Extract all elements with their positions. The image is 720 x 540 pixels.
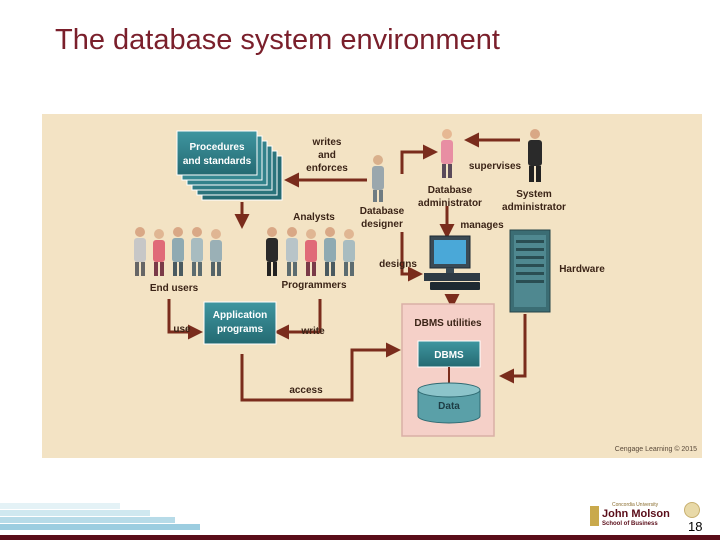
writes-label-line1: writes <box>312 137 342 148</box>
programmers-label: Programmers <box>281 280 346 291</box>
arrow-designer-designs <box>400 232 423 282</box>
programmers-group <box>266 227 355 276</box>
data-label: Data <box>438 401 460 412</box>
designs-label: designs <box>379 259 417 270</box>
dbms-utilities-panel: DBMS utilities DBMS Data <box>401 303 495 437</box>
logo-mark-icon <box>590 506 599 526</box>
diagram-arrows <box>167 132 527 402</box>
use-label: use <box>173 324 191 335</box>
footer-stripe-2 <box>0 510 150 516</box>
database-administrator-figure <box>441 129 453 178</box>
footer-bar <box>0 535 720 540</box>
procedures-label-line1: Procedures <box>189 142 244 153</box>
dba-label-line1: Database <box>428 185 473 196</box>
seal-icon <box>684 502 700 518</box>
sysadmin-label-line1: System <box>516 189 552 200</box>
procedures-and-standards-box: Procedures and standards <box>176 130 283 201</box>
credit-label: Cengage Learning © 2015 <box>615 445 697 453</box>
logo-line3: School of Business <box>602 521 658 527</box>
dbms-label: DBMS <box>434 350 464 361</box>
logo-line2: John Molson <box>602 508 670 520</box>
app-label-line1: Application <box>213 310 267 321</box>
access-label: access <box>289 385 323 396</box>
hardware-server-icon <box>509 229 551 313</box>
arrow-use <box>167 299 203 340</box>
application-programs-box: Application programs <box>203 301 277 345</box>
manages-label: manages <box>460 220 504 231</box>
database-designer-figure <box>372 155 384 202</box>
system-administrator-figure <box>528 129 542 182</box>
arrow-access <box>240 342 401 402</box>
sysadmin-label-line2: administrator <box>502 202 566 213</box>
end-users-group <box>134 227 222 276</box>
arrow-write <box>274 299 322 340</box>
footer-stripe-4 <box>0 524 200 530</box>
app-label-line2: programs <box>217 324 264 335</box>
procedures-label-line2: and standards <box>183 156 252 167</box>
supervises-label: supervises <box>469 161 522 172</box>
arrow-hardware-to-dbms <box>499 314 527 384</box>
computer-workstation-icon <box>424 235 480 290</box>
hardware-label: Hardware <box>559 264 605 275</box>
dbms-utilities-label: DBMS utilities <box>414 318 482 329</box>
footer-stripe-3 <box>0 517 175 523</box>
db-designer-label-line2: designer <box>361 219 403 230</box>
data-cylinder-icon <box>417 382 481 424</box>
write-label: write <box>300 326 325 337</box>
page-number: 18 <box>688 519 703 534</box>
db-designer-label-line1: Database <box>360 206 405 217</box>
school-logo: Concordia University John Molson School … <box>590 500 670 532</box>
arrow-designer-to-dba <box>400 144 438 174</box>
writes-label-line2: and <box>318 150 336 161</box>
database-environment-diagram: Procedures and standards writes and enfo… <box>42 114 702 458</box>
slide-title: The database system environment <box>55 24 500 56</box>
footer-stripe-1 <box>0 503 120 509</box>
end-users-label: End users <box>150 283 199 294</box>
analysts-label: Analysts <box>293 212 335 223</box>
writes-label-line3: enforces <box>306 163 348 174</box>
figure-background <box>42 114 702 458</box>
dba-label-line2: administrator <box>418 198 482 209</box>
logo-line1: Concordia University <box>612 502 659 508</box>
